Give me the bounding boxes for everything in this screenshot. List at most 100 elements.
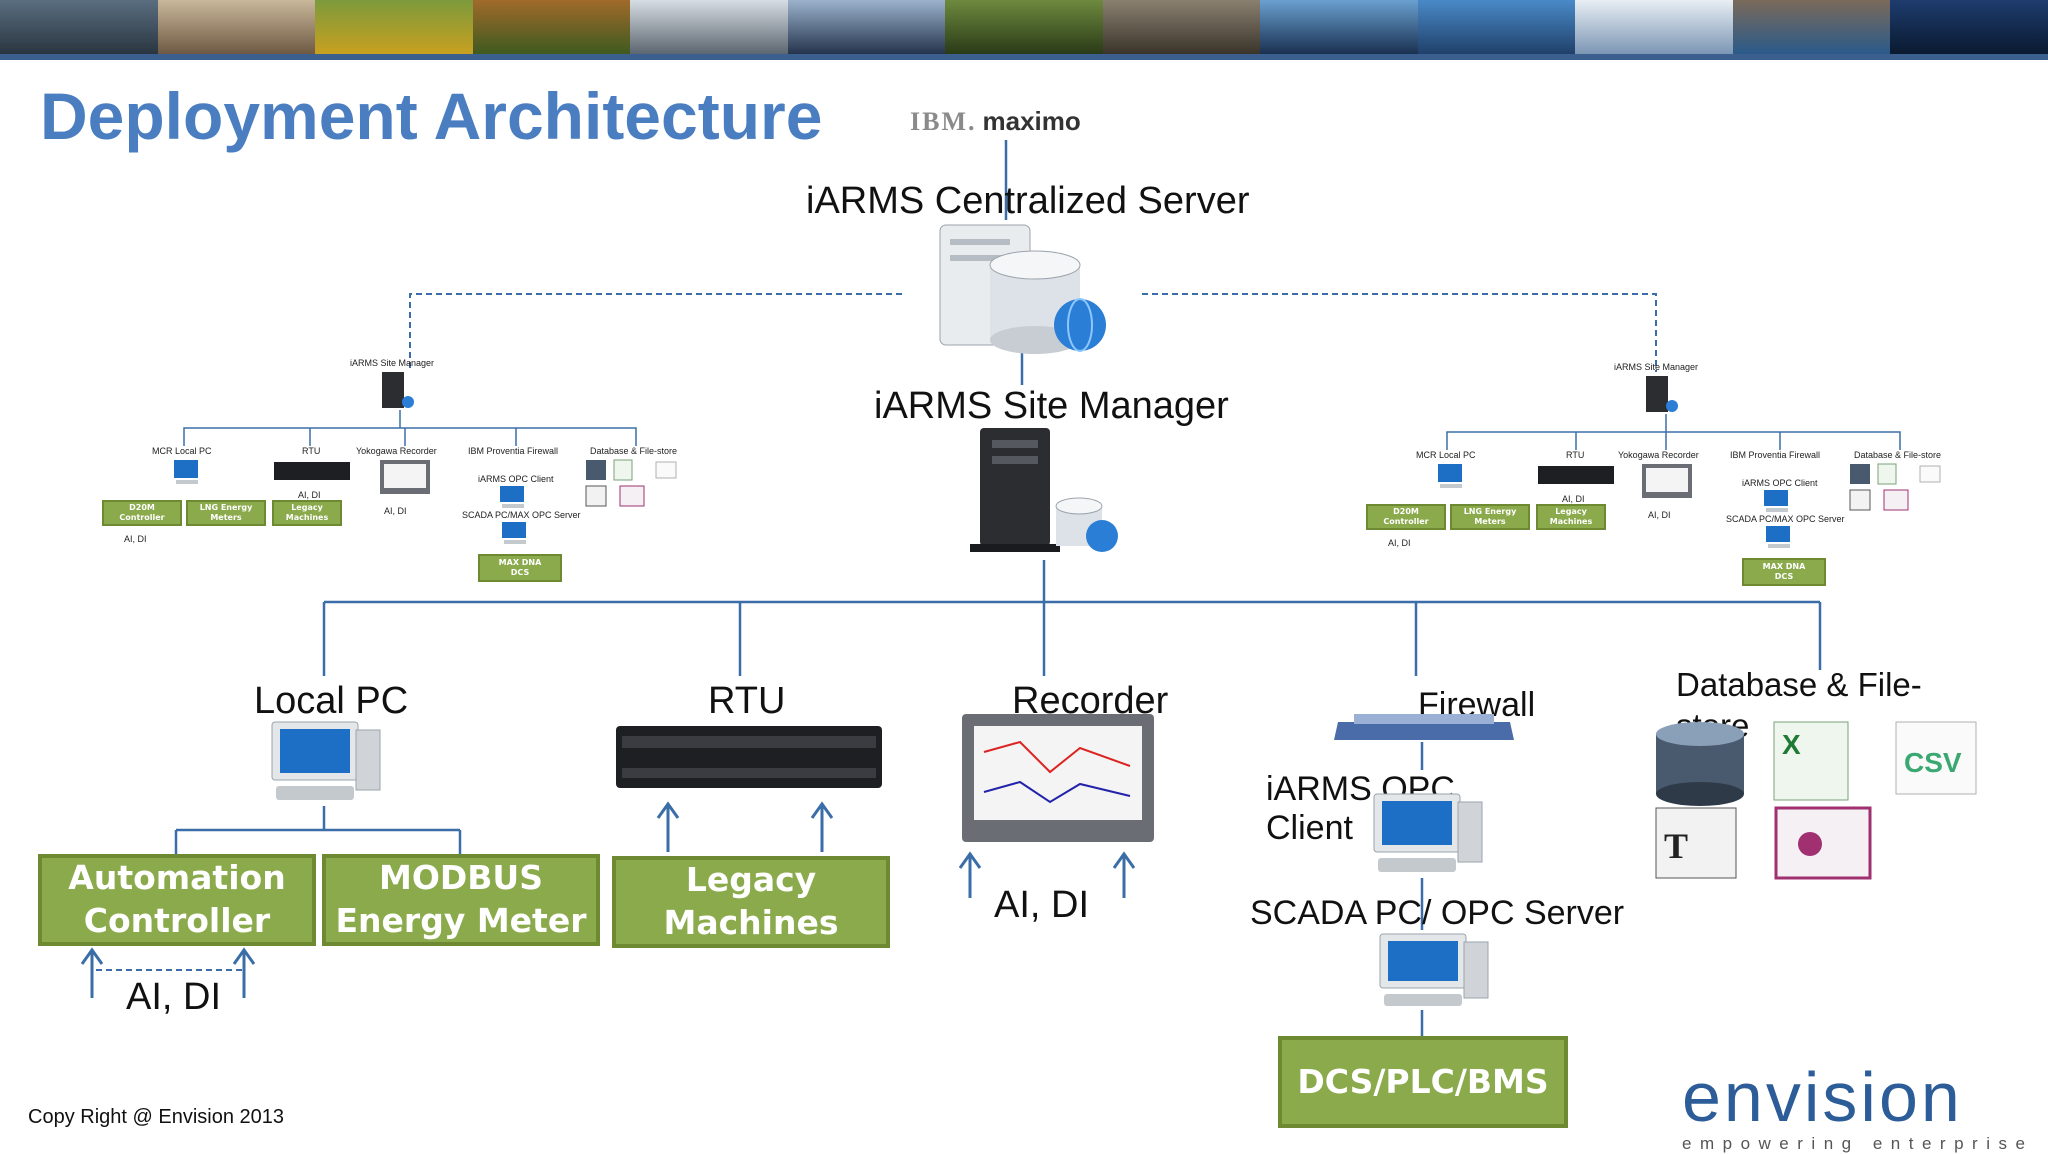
mini-right-yokogawa-label: Yokogawa Recorder xyxy=(1618,450,1699,460)
mini-left-yokogawa-label: Yokogawa Recorder xyxy=(356,446,437,456)
ibm-maximo-logo: IBM. maximo xyxy=(910,106,1081,137)
mini-right-rtu-device-icon xyxy=(1538,466,1614,484)
mini-left-legacy-line-1: Legacy xyxy=(291,503,323,513)
slide-title: Deployment Architecture xyxy=(40,79,823,153)
mini-left-firewall-label: IBM Proventia Firewall xyxy=(468,446,559,456)
mini-right-d20m-line-2: Controller xyxy=(1383,517,1429,526)
mini-left-site-manager-label: iARMS Site Manager xyxy=(350,358,435,368)
automation-line-2: Controller xyxy=(83,901,271,940)
mini-left-opc-client-label: iARMS OPC Client xyxy=(478,474,554,484)
envision-tagline: empowering enterprise xyxy=(1682,1134,2034,1153)
database-filestore-graphic: X CSV T xyxy=(1655,721,1977,880)
mini-right-maxdna-line-2: DCS xyxy=(1774,572,1794,581)
ibm-logo-text: IBM. xyxy=(910,107,977,136)
mini-right-scada-pc-icon xyxy=(1766,526,1790,548)
site-manager-label: iARMS Site Manager xyxy=(874,385,1229,427)
mini-left-lng-line-1: LNG Energy xyxy=(199,503,253,513)
arrow-up-icon xyxy=(232,947,256,998)
maximo-logo-text: maximo xyxy=(982,106,1081,136)
mini-right-firewall-label: IBM Proventia Firewall xyxy=(1730,450,1821,460)
mini-left-legacy-line-2: Machines xyxy=(285,513,329,522)
modbus-energy-meter-box: MODBUS Energy Meter xyxy=(322,854,600,946)
mini-right-legacy-line-2: Machines xyxy=(1549,517,1593,526)
svg-text:CSV: CSV xyxy=(1904,747,1962,778)
automation-controller-box: Automation Controller xyxy=(38,854,316,946)
mini-left-rtu-signals: AI, DI xyxy=(298,490,321,500)
svg-text:X: X xyxy=(1782,729,1801,760)
mini-left-lng-line-2: Meters xyxy=(210,513,242,522)
automation-line-1: Automation xyxy=(68,858,286,898)
mini-left-maxdna-line-2: DCS xyxy=(510,568,530,577)
mini-right-site-manager-label: iARMS Site Manager xyxy=(1614,362,1699,372)
banner-rule xyxy=(0,54,2048,60)
globe-icon xyxy=(1054,298,1106,352)
mini-right-d20m-signals: AI, DI xyxy=(1388,538,1411,548)
recorder-signals-label: AI, DI xyxy=(994,884,1090,926)
envision-logo-word: envision xyxy=(1682,1058,1963,1136)
csv-icon: CSV xyxy=(1895,721,1977,795)
text-document-icon: T xyxy=(1655,807,1737,879)
desktop-pc-icon xyxy=(271,721,381,800)
mini-left-mcr-label: MCR Local PC xyxy=(152,446,212,456)
local-pc-label: Local PC xyxy=(254,680,409,722)
excel-icon: X xyxy=(1773,721,1849,801)
mini-right-lng-line-2: Meters xyxy=(1474,517,1506,526)
arrow-up-icon xyxy=(656,801,680,852)
rtu-device-icon xyxy=(616,726,882,788)
mini-left-d20m-line-2: Controller xyxy=(119,513,165,522)
database-icon xyxy=(1656,722,1744,806)
mini-left-recorder-signals: AI, DI xyxy=(384,506,407,516)
arrow-up-icon xyxy=(1112,851,1136,898)
arrow-up-icon xyxy=(810,801,834,852)
site-manager-graphic xyxy=(970,428,1118,552)
mini-right-recorder-device-icon xyxy=(1642,464,1692,498)
mini-left-db-icons xyxy=(585,459,677,507)
mini-right-db-icons xyxy=(1849,463,1941,511)
mini-left-rtu-device-icon xyxy=(274,462,350,480)
mini-left-recorder-device-icon xyxy=(380,460,430,494)
recorder-device-icon xyxy=(962,714,1154,842)
photo-banner xyxy=(0,0,2048,54)
mini-left-rtu-label: RTU xyxy=(302,446,321,456)
centralized-server-label: iARMS Centralized Server xyxy=(806,180,1250,222)
legacy-line-2: Machines xyxy=(663,903,839,942)
mini-right-d20m-line-1: D20M xyxy=(1393,507,1419,517)
mini-right-desktop-pc-icon xyxy=(1438,464,1462,488)
mini-right-legacy-line-1: Legacy xyxy=(1555,507,1587,517)
legacy-line-1: Legacy xyxy=(685,860,817,900)
database-line-1: Database & File- xyxy=(1676,666,1922,703)
mini-right-rtu-signals: AI, DI xyxy=(1562,494,1585,504)
mini-right-lng-line-1: LNG Energy xyxy=(1463,507,1517,517)
mini-right-rtu-label: RTU xyxy=(1566,450,1585,460)
mini-left-scada-label: SCADA PC/MAX OPC Server xyxy=(462,510,581,520)
mini-left-scada-pc-icon xyxy=(502,522,526,544)
mini-left-opc-pc-icon xyxy=(500,486,524,508)
dcs-plc-bms-box: DCS/PLC/BMS xyxy=(1278,1036,1568,1128)
envision-logo: envision empowering enterprise xyxy=(1682,1062,2033,1154)
opc-client-pc-icon xyxy=(1373,793,1483,872)
mini-right-mcr-label: MCR Local PC xyxy=(1416,450,1476,460)
modbus-line-1: MODBUS xyxy=(378,858,543,898)
mini-right-scada-label: SCADA PC/MAX OPC Server xyxy=(1726,514,1845,524)
arrow-up-icon xyxy=(958,851,982,898)
modbus-line-2: Energy Meter xyxy=(335,901,587,940)
mini-left-d20m-signals: AI, DI xyxy=(124,534,147,544)
mini-left-d20m-line-1: D20M xyxy=(129,503,155,513)
globe-icon xyxy=(1086,520,1118,552)
mini-right-recorder-signals: AI, DI xyxy=(1648,510,1671,520)
arrow-up-icon xyxy=(80,947,104,998)
mini-left-maxdna-line-1: MAX DNA xyxy=(498,558,542,568)
scada-pc-icon xyxy=(1379,933,1489,1006)
opc-client-line-2: Client xyxy=(1266,809,1353,847)
mini-right-tower-server-icon xyxy=(1646,376,1678,412)
mini-right-db-label: Database & File-store xyxy=(1854,450,1942,460)
